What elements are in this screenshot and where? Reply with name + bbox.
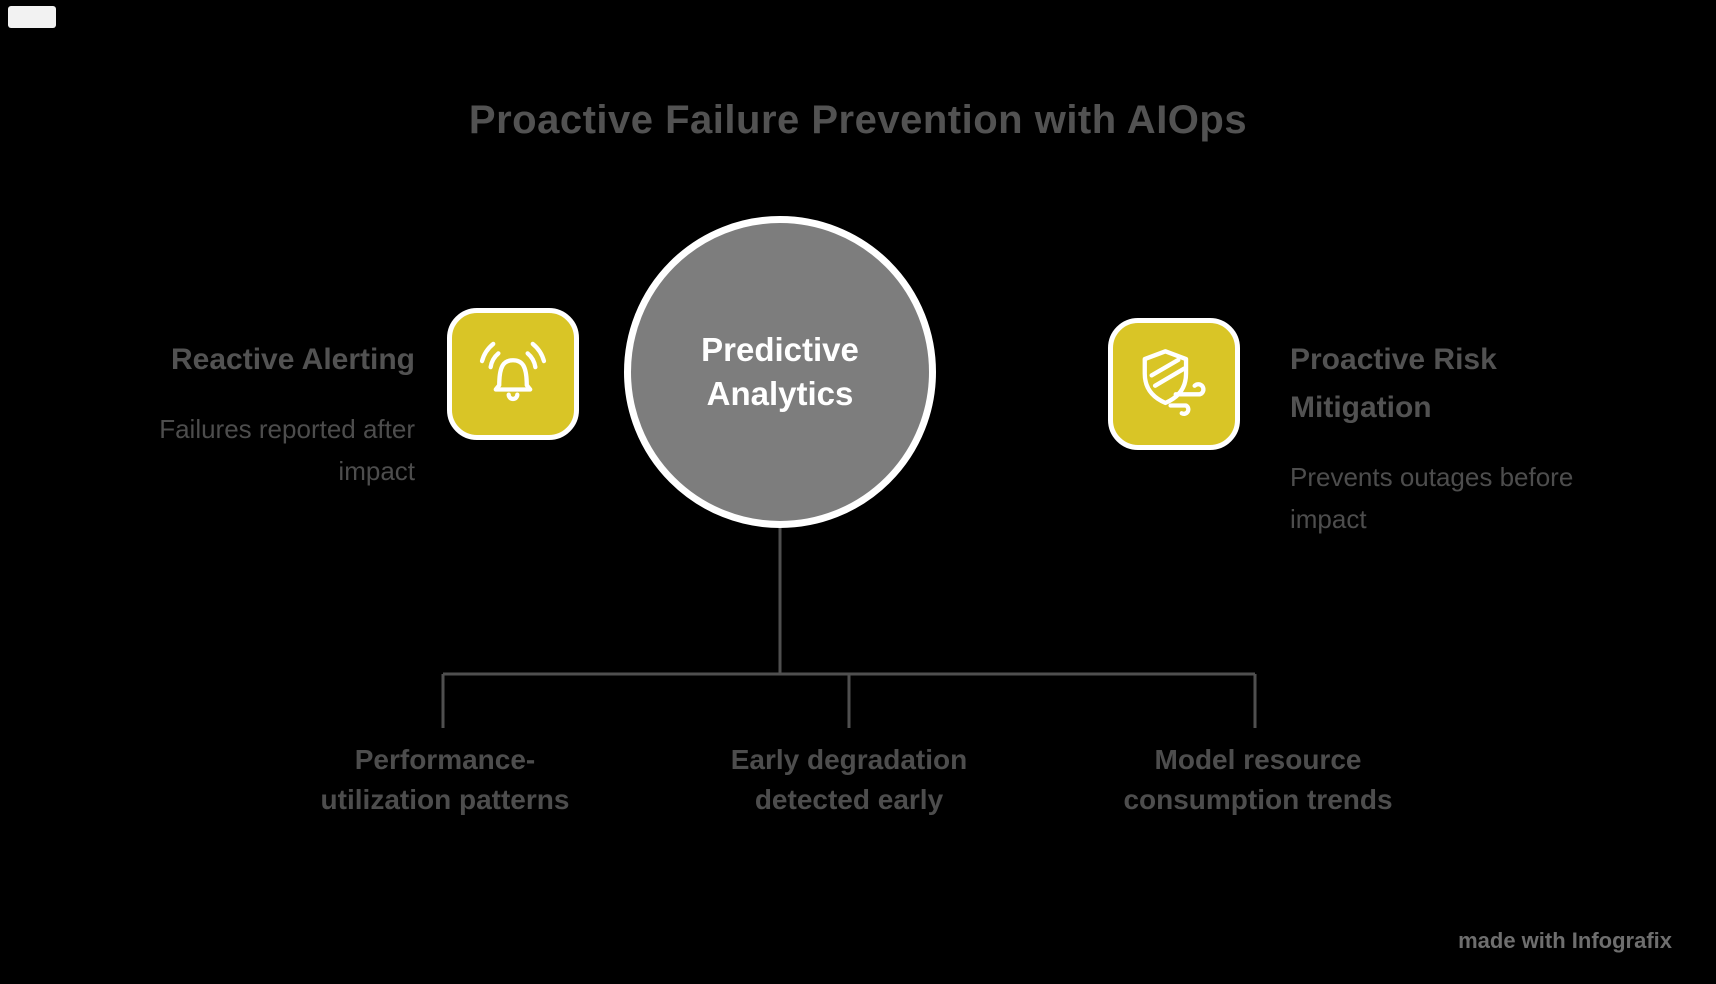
reactive-alerting-heading: Reactive Alerting — [171, 343, 415, 376]
proactive-risk-heading-line2: Mitigation — [1290, 391, 1432, 424]
bottom-item-0-line1: Performance- — [354, 744, 536, 775]
reactive-alerting-tile — [447, 308, 579, 440]
watermark: made with Infografix — [1458, 928, 1672, 953]
bottom-item-1-line2: detected early — [754, 784, 944, 815]
bottom-item-performance-utilization: Performance- utilization patterns — [275, 740, 615, 820]
bottom-item-2-line2: consumption trends — [1123, 784, 1393, 815]
proactive-risk-body: Prevents outages before impact — [1290, 456, 1710, 540]
shield-wind-icon — [1131, 341, 1217, 427]
bell-alert-icon — [470, 331, 556, 417]
proactive-risk-body-line1: Prevents outages before — [1290, 462, 1574, 492]
page-title: Proactive Failure Prevention with AIOps — [468, 98, 1248, 142]
reactive-alerting-body: Failures reported after impact — [75, 408, 415, 492]
reactive-alerting-callout: Reactive Alerting Failures reported afte… — [75, 336, 415, 492]
proactive-risk-tile — [1108, 318, 1240, 450]
corner-artifact — [8, 6, 56, 28]
bottom-item-0-line2: utilization patterns — [320, 784, 570, 815]
bottom-item-model-resource: Model resource consumption trends — [1088, 740, 1428, 820]
proactive-risk-callout: Proactive Risk Mitigation Prevents outag… — [1290, 336, 1710, 540]
reactive-alerting-body-line2: impact — [338, 456, 415, 486]
bottom-item-1-line1: Early degradation — [730, 744, 968, 775]
central-node-line2: Analytics — [706, 375, 854, 412]
reactive-alerting-body-line1: Failures reported after — [159, 414, 415, 444]
central-node-line1: Predictive — [701, 331, 859, 369]
central-node-predictive-analytics: Predictive Analytics — [624, 216, 936, 528]
proactive-risk-heading: Proactive Risk Mitigation — [1290, 336, 1710, 432]
proactive-risk-heading-line1: Proactive Risk — [1290, 343, 1497, 376]
proactive-risk-body-line2: impact — [1290, 504, 1367, 534]
bottom-item-2-line1: Model resource — [1154, 744, 1362, 775]
bottom-item-early-degradation: Early degradation detected early — [679, 740, 1019, 820]
